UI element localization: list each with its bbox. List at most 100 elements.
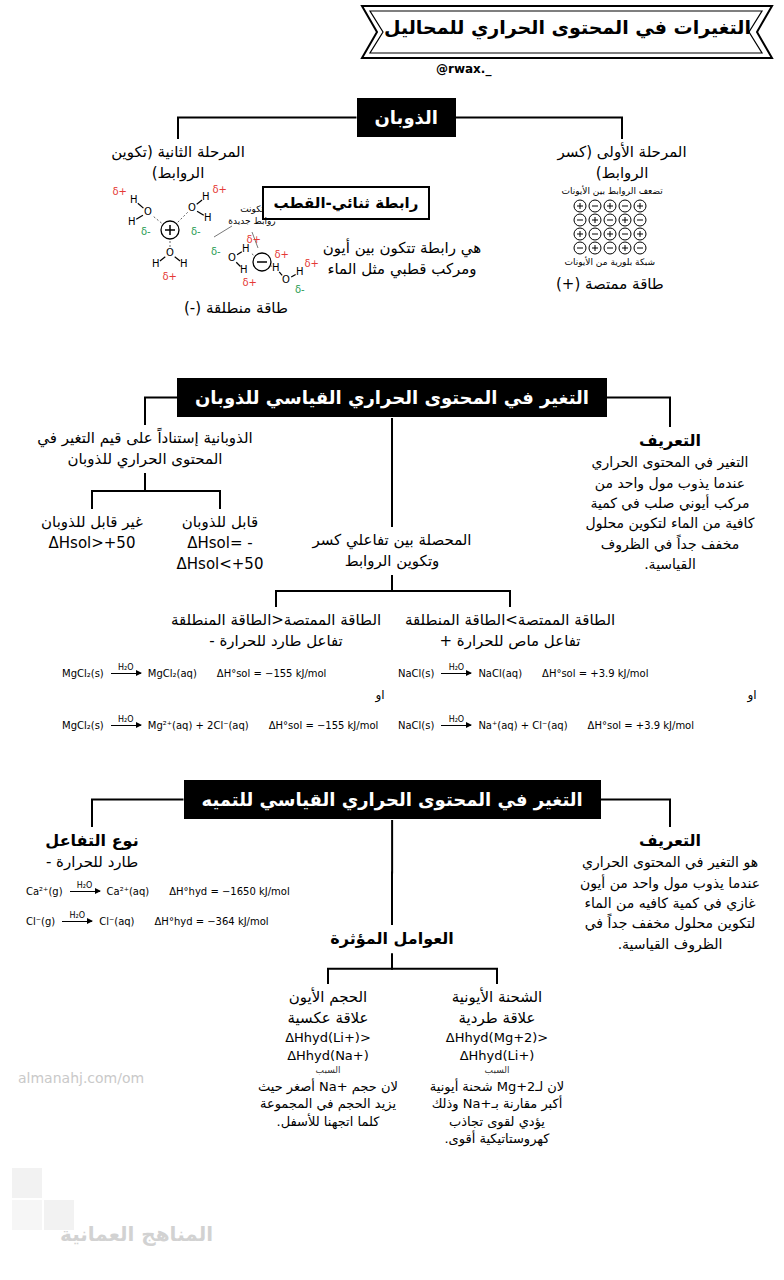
tree-node: العوامل المؤثرة: [322, 926, 462, 952]
annotation: almanahj.com/om: [18, 1070, 144, 1086]
annotation: المناهج العمانية: [60, 1222, 213, 1246]
node-text: التعريف: [576, 830, 764, 852]
leader-line: [214, 226, 232, 237]
arrow-line: [441, 673, 471, 674]
node-text: التعريف: [576, 430, 764, 452]
node-text: السبب: [422, 1064, 572, 1078]
connector: [328, 953, 392, 984]
ion-sign: [607, 220, 613, 221]
connector: [607, 398, 670, 428]
node-text: الطاقة الممتصة<الطاقة المنطلقة: [166, 610, 386, 631]
connector: [391, 820, 393, 925]
atom-label: H: [242, 244, 250, 254]
node-text: ΔHsol= - ΔHsol<+50: [165, 533, 275, 575]
tree-node: التعريفالتغير في المحتوى الحراري عندما ي…: [576, 428, 764, 576]
ion-sign: [610, 231, 611, 237]
formula: Cl⁻(aq): [99, 916, 134, 927]
arrow-line: [111, 725, 141, 726]
formula: MgCl₂(s): [62, 720, 104, 731]
solvent-label: H₂O: [449, 664, 465, 673]
reaction-arrow: H₂O: [110, 716, 142, 731]
ion-circle: [574, 200, 586, 212]
ion-sign: [577, 248, 583, 249]
chemical-equation: NaCl(s)H₂ONa⁺(aq) + Cl⁻(aq)ΔH°sol = +3.9…: [398, 716, 694, 731]
ion-circle: [634, 242, 646, 254]
ion-circle: [634, 228, 646, 240]
solvent-label: H₂O: [449, 716, 465, 725]
node-text: لان حجم +Na أصغر حيث يزيد الحجم في المجم…: [258, 1078, 398, 1131]
node-text: طارد للحرارة -: [22, 852, 162, 873]
connector: [92, 473, 145, 509]
tree-node: الطاقة الممتصة>الطاقة المنطلقةتفاعل ماص …: [400, 608, 620, 654]
ion-sign: [640, 203, 641, 209]
ion-sign: [592, 206, 598, 207]
reaction-arrow: H₂O: [440, 716, 472, 731]
chemical-equation: Ca²⁺(g)H₂OCa²⁺(aq)ΔH°hyd = −1650 kJ/mol: [26, 882, 290, 897]
tree-node: قابل للذوبانΔHsol= - ΔHsol<+50: [165, 510, 275, 577]
ion-circle: [604, 228, 616, 240]
node-text: التغير في المحتوى الحراري القياسي للتميه: [202, 789, 583, 810]
node-text: المرحلة الأولى (كسر الروابط): [557, 142, 687, 184]
ion-circle: [619, 228, 631, 240]
annotation: هي رابطة تتكون بين أيون ومركب قطبي مثل ا…: [318, 238, 486, 280]
node-text: التغير في المحتوى الحراري القياسي للذوبا…: [195, 387, 589, 408]
node-text: لان لـ2+Mg شحنة أيونية أكبر مقارنة بـ+Na…: [422, 1078, 572, 1148]
connector: [92, 800, 184, 828]
connector: [456, 118, 622, 140]
atom-label: δ-: [141, 227, 151, 237]
title-banner-inner: [370, 11, 762, 53]
node-text: التغير في المحتوى الحراري عندما يذوب مول…: [576, 452, 764, 574]
heading-box: الذوبان: [357, 98, 456, 137]
bordered-box: رابطة ثنائي-القطب: [262, 186, 431, 220]
node-text: ΔHhyd(Mg+2)> ΔHhyd(Li+): [422, 1029, 572, 1064]
covalent-bond: [175, 257, 180, 261]
ion-sign: [580, 231, 581, 237]
chemical-equation: Cl⁻(g)H₂OCl⁻(aq)ΔH°hyd = −364 kJ/mol: [26, 912, 269, 927]
atom-label: δ-: [191, 227, 201, 237]
node-text: تفاعل ماص للحرارة +: [400, 631, 620, 652]
node-text: الشحنة الأيونية: [422, 987, 572, 1008]
covalent-bond: [236, 262, 240, 266]
node-text: المحصلة بين تفاعلي كسر وتكوين الروابط: [307, 530, 477, 572]
atom-label: H: [128, 217, 136, 227]
solvent-label: H₂O: [69, 912, 85, 921]
ion-sign: [622, 206, 628, 207]
reaction-arrow: H₂O: [61, 912, 93, 927]
reaction-arrow: H₂O: [110, 664, 142, 679]
tree-node: الذوبانية إستناداً على قيم التغير في الم…: [30, 426, 260, 472]
atom-label: H: [240, 265, 248, 275]
node-text: السبب: [258, 1064, 398, 1078]
connector: [391, 418, 393, 527]
annotation: او: [748, 688, 757, 702]
covalent-bond: [136, 215, 143, 219]
ion-circle: [574, 242, 586, 254]
node-text: رابطة ثنائي-القطب: [274, 194, 419, 212]
annotation: طاقة منطلقة (-): [184, 298, 288, 319]
formula: NaCl(s): [398, 668, 434, 679]
node-text: نوع التفاعل: [22, 830, 162, 852]
arrow-line: [111, 673, 141, 674]
tree-node: نوع التفاعلطارد للحرارة -: [22, 828, 162, 875]
title-banner: [362, 6, 772, 58]
ion-sign: [592, 234, 598, 235]
node-text: غير قابل للذوبان: [32, 512, 152, 533]
atom-label: δ+: [275, 250, 290, 260]
tree-node: الشحنة الأيونيةعلاقة طرديةΔHhyd(Mg+2)> Δ…: [422, 985, 572, 1150]
node-text: علاقة طردية: [422, 1008, 572, 1029]
solvent-label: H₂O: [77, 882, 93, 891]
connector: [392, 575, 510, 607]
annotation: او: [376, 688, 385, 702]
reaction-arrow: H₂O: [69, 882, 101, 897]
annotation: @rwax._: [436, 62, 491, 76]
node-text: المرحلة الثانية (تكوين الروابط): [108, 142, 248, 184]
tree-node: المحصلة بين تفاعلي كسر وتكوين الروابط: [307, 528, 477, 574]
connector: [178, 118, 357, 140]
arrow-line: [70, 891, 100, 892]
formula: NaCl(s): [398, 720, 434, 731]
node-text: علاقة عكسية: [258, 1008, 398, 1029]
ion-dipole-bond: [251, 253, 254, 255]
covalent-bond: [279, 272, 282, 276]
atom-label: δ+: [163, 272, 178, 282]
formula: MgCl₂(s): [62, 668, 104, 679]
